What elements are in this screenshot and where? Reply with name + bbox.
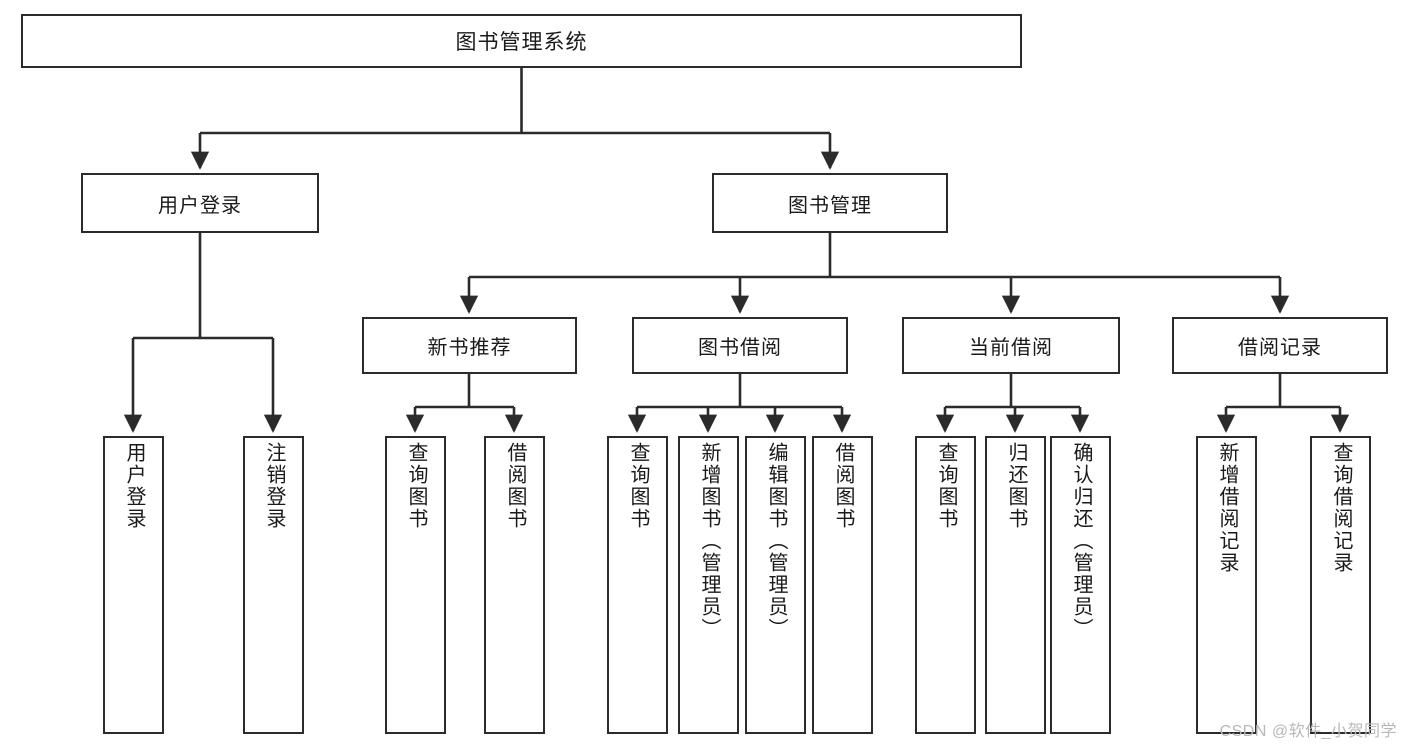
node-label: 图书管理 bbox=[788, 194, 872, 217]
leaf-return-book[interactable]: 归还图书 bbox=[985, 436, 1046, 734]
node-label: 查询图书 bbox=[405, 442, 427, 530]
node-book-borrow[interactable]: 图书借阅 bbox=[632, 317, 848, 374]
node-label: 查询借阅记录 bbox=[1330, 442, 1352, 574]
node-label: 查询图书 bbox=[627, 442, 649, 530]
leaf-user-login[interactable]: 用户登录 bbox=[103, 436, 164, 734]
leaf-query-book-current[interactable]: 查询图书 bbox=[915, 436, 976, 734]
node-label: 图书借阅 bbox=[698, 337, 782, 359]
node-label: 用户登录 bbox=[123, 442, 145, 530]
leaf-query-borrow-record[interactable]: 查询借阅记录 bbox=[1310, 436, 1371, 734]
node-label: 图书管理系统 bbox=[455, 31, 588, 54]
node-label: 当前借阅 bbox=[969, 337, 1053, 359]
node-label: 新增图书（管理员） bbox=[698, 442, 720, 640]
node-label: 借阅记录 bbox=[1238, 337, 1322, 359]
node-label: 归还图书 bbox=[1005, 442, 1027, 530]
leaf-edit-book-admin[interactable]: 编辑图书（管理员） bbox=[745, 436, 806, 734]
leaf-add-borrow-record[interactable]: 新增借阅记录 bbox=[1196, 436, 1257, 734]
leaf-query-book-borrow[interactable]: 查询图书 bbox=[607, 436, 668, 734]
node-book-management[interactable]: 图书管理 bbox=[712, 173, 948, 233]
leaf-logout[interactable]: 注销登录 bbox=[243, 436, 304, 734]
leaf-borrow-book[interactable]: 借阅图书 bbox=[812, 436, 873, 734]
node-label: 注销登录 bbox=[263, 442, 285, 530]
leaf-query-book-recommend[interactable]: 查询图书 bbox=[385, 436, 446, 734]
node-borrow-records[interactable]: 借阅记录 bbox=[1172, 317, 1388, 374]
node-current-borrow[interactable]: 当前借阅 bbox=[902, 317, 1120, 374]
node-label: 借阅图书 bbox=[504, 442, 526, 530]
leaf-confirm-return-admin[interactable]: 确认归还（管理员） bbox=[1050, 436, 1111, 734]
node-label: 新书推荐 bbox=[427, 337, 512, 359]
node-label: 编辑图书（管理员） bbox=[765, 442, 787, 640]
node-label: 借阅图书 bbox=[832, 442, 854, 530]
node-root[interactable]: 图书管理系统 bbox=[21, 14, 1022, 68]
node-label: 查询图书 bbox=[935, 442, 957, 530]
node-label: 用户登录 bbox=[158, 194, 242, 217]
node-user-login[interactable]: 用户登录 bbox=[81, 173, 319, 233]
node-label: 新增借阅记录 bbox=[1216, 442, 1238, 574]
node-new-book-recommend[interactable]: 新书推荐 bbox=[362, 317, 577, 374]
leaf-borrow-book-recommend[interactable]: 借阅图书 bbox=[484, 436, 545, 734]
leaf-add-book-admin[interactable]: 新增图书（管理员） bbox=[678, 436, 739, 734]
node-label: 确认归还（管理员） bbox=[1070, 442, 1092, 640]
